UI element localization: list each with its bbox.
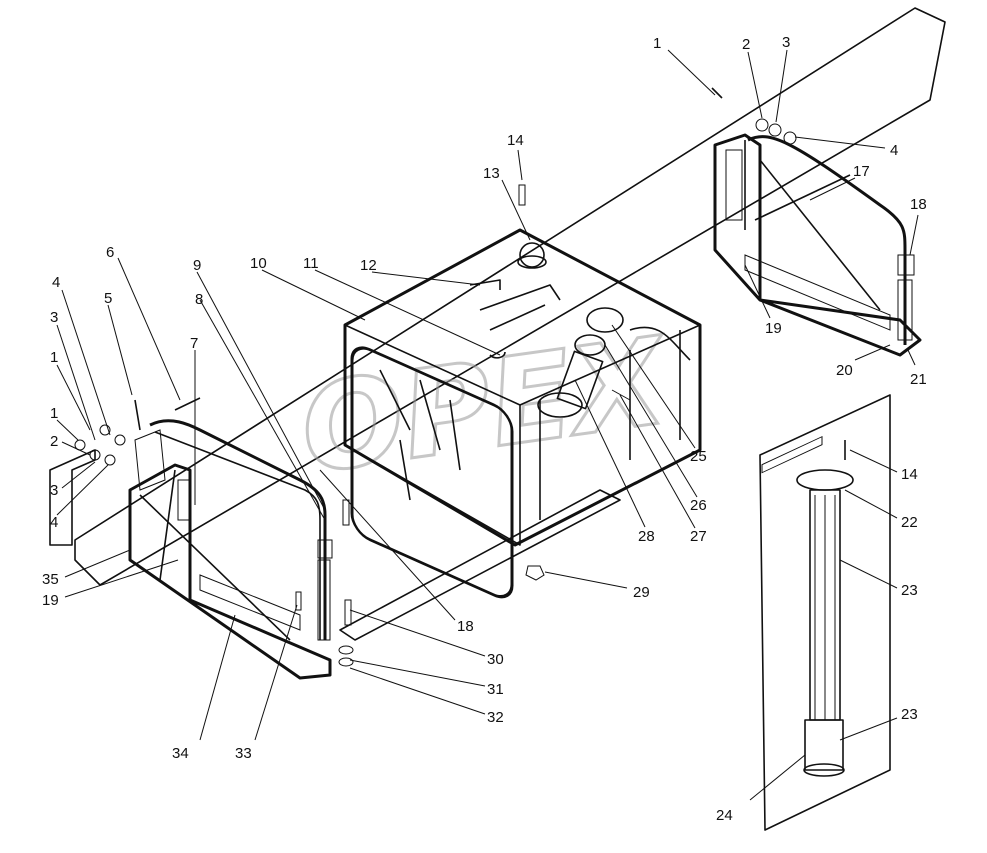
right-bracket bbox=[713, 118, 922, 357]
label-18: 18 bbox=[910, 196, 927, 213]
label-4: 4 bbox=[52, 274, 60, 291]
label-22: 22 bbox=[901, 514, 918, 531]
fuel-tank bbox=[343, 228, 702, 599]
label-2: 2 bbox=[50, 433, 58, 450]
label-27: 27 bbox=[690, 528, 707, 545]
label-24: 24 bbox=[716, 807, 733, 824]
label-1: 1 bbox=[50, 405, 58, 422]
leader-lines bbox=[56, 49, 919, 801]
label-4: 4 bbox=[890, 142, 898, 159]
label-1: 1 bbox=[653, 35, 661, 52]
detail-inset bbox=[759, 394, 891, 831]
label-26: 26 bbox=[690, 497, 707, 514]
label-2: 2 bbox=[742, 36, 750, 53]
label-1: 1 bbox=[50, 349, 58, 366]
label-32: 32 bbox=[487, 709, 504, 726]
label-30: 30 bbox=[487, 651, 504, 668]
label-13: 13 bbox=[483, 165, 500, 182]
label-35: 35 bbox=[42, 571, 59, 588]
label-11: 11 bbox=[303, 255, 319, 272]
label-14: 14 bbox=[507, 132, 524, 149]
label-19: 19 bbox=[42, 592, 59, 609]
label-14: 14 bbox=[901, 466, 918, 483]
label-23: 23 bbox=[901, 582, 918, 599]
label-8: 8 bbox=[195, 291, 203, 308]
label-3: 3 bbox=[782, 34, 790, 51]
label-25: 25 bbox=[690, 448, 707, 465]
label-3: 3 bbox=[50, 309, 58, 326]
left-mount-plate bbox=[49, 397, 201, 546]
label-18: 18 bbox=[457, 618, 474, 635]
label-29: 29 bbox=[633, 584, 650, 601]
label-31: 31 bbox=[487, 681, 504, 698]
bolts bbox=[295, 87, 723, 667]
left-strap bbox=[149, 419, 333, 641]
label-9: 9 bbox=[193, 257, 201, 274]
label-33: 33 bbox=[235, 745, 252, 762]
label-28: 28 bbox=[638, 528, 655, 545]
left-bracket bbox=[128, 429, 332, 680]
label-4: 4 bbox=[50, 514, 58, 531]
frame-rail bbox=[74, 7, 946, 586]
label-7: 7 bbox=[190, 335, 198, 352]
label-34: 34 bbox=[172, 745, 189, 762]
label-19: 19 bbox=[765, 320, 782, 337]
label-23: 23 bbox=[901, 706, 918, 723]
label-10: 10 bbox=[250, 255, 267, 272]
tank-support-strip bbox=[339, 489, 621, 641]
label-6: 6 bbox=[106, 244, 114, 261]
label-21: 21 bbox=[910, 371, 927, 388]
callout-labels: 1 2 3 4 14 13 17 18 6 9 10 11 12 4 5 8 3… bbox=[42, 34, 927, 824]
label-20: 20 bbox=[836, 362, 853, 379]
label-17: 17 bbox=[853, 163, 870, 180]
label-5: 5 bbox=[104, 290, 112, 307]
label-3: 3 bbox=[50, 482, 58, 499]
label-12: 12 bbox=[360, 257, 377, 274]
